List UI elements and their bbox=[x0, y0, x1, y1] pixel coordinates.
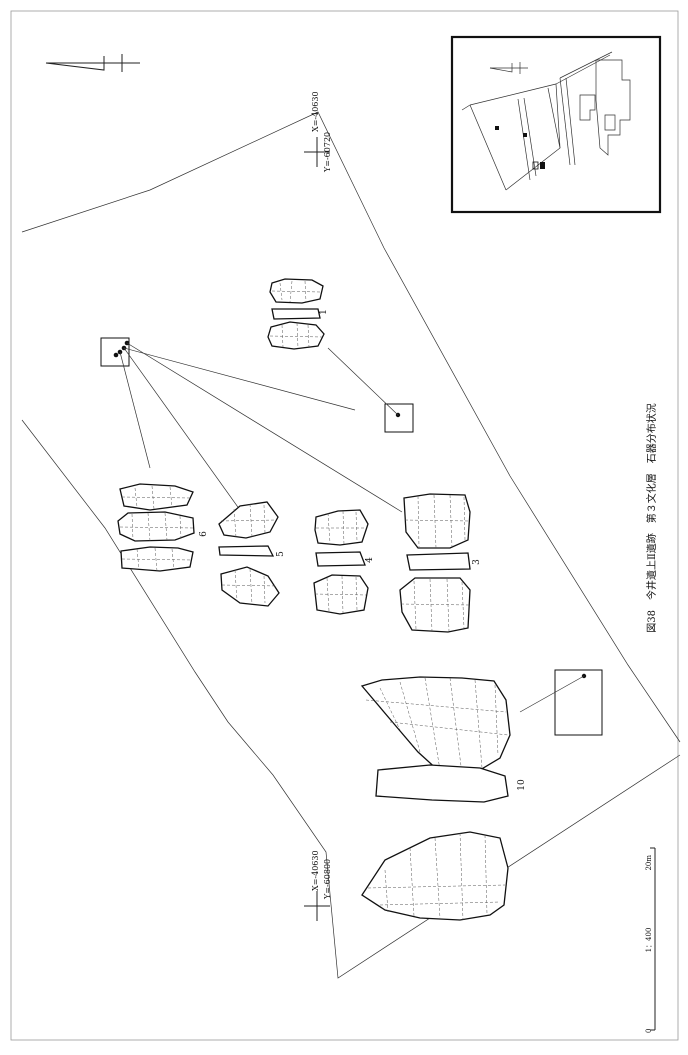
coordinate-cross-lower: X=-40630 Y=-60800 bbox=[304, 850, 332, 921]
inset-location-map bbox=[450, 35, 662, 214]
artifact-3-drawing: 3 bbox=[399, 493, 482, 633]
artifact-5-label: 5 bbox=[276, 551, 286, 557]
page-frame bbox=[10, 10, 679, 1041]
scale-bar: 1：400 0 20m bbox=[645, 847, 656, 1033]
artifact-10-label: 10 bbox=[517, 779, 527, 791]
artifact-3-label: 3 bbox=[472, 559, 482, 565]
artifact-10-drawing: 10 bbox=[360, 676, 527, 921]
artifact-5-drawing: 5 bbox=[218, 501, 286, 607]
figure-caption: 図38 今井遺上Ⅱ遺跡 第３文化層 石器分布状況 bbox=[645, 403, 658, 633]
scale-ratio: 1：400 bbox=[645, 928, 653, 953]
coord-upper-y: Y=-60720 bbox=[323, 132, 332, 173]
artifact-1-label: 1 bbox=[319, 309, 329, 315]
findspot-box-cluster bbox=[100, 337, 130, 367]
artifact-6-drawing: 6 bbox=[117, 483, 209, 572]
coordinate-cross-upper: X=-40630 Y=-60720 bbox=[304, 91, 332, 173]
artifact-1-drawing: 1 bbox=[267, 278, 329, 350]
artifact-4-drawing: 4 bbox=[313, 509, 375, 615]
inset-north-arrow-icon bbox=[489, 62, 528, 74]
excavation-boundary-upper bbox=[21, 111, 681, 743]
artifact-4-label: 4 bbox=[365, 557, 375, 563]
leader-lines bbox=[119, 342, 585, 713]
coord-lower-y: Y=-60800 bbox=[323, 859, 332, 900]
findspot-box-10 bbox=[554, 669, 603, 736]
coord-lower-x: X=-40630 bbox=[311, 850, 320, 891]
artifact-6-label: 6 bbox=[199, 531, 209, 537]
findspot-box-1 bbox=[384, 403, 414, 433]
excavation-boundary-lower bbox=[21, 419, 681, 979]
north-arrow-icon bbox=[45, 54, 140, 72]
coord-upper-x: X=-40630 bbox=[311, 91, 320, 132]
scale-zero: 0 bbox=[645, 1029, 653, 1033]
scale-max: 20m bbox=[645, 855, 653, 871]
